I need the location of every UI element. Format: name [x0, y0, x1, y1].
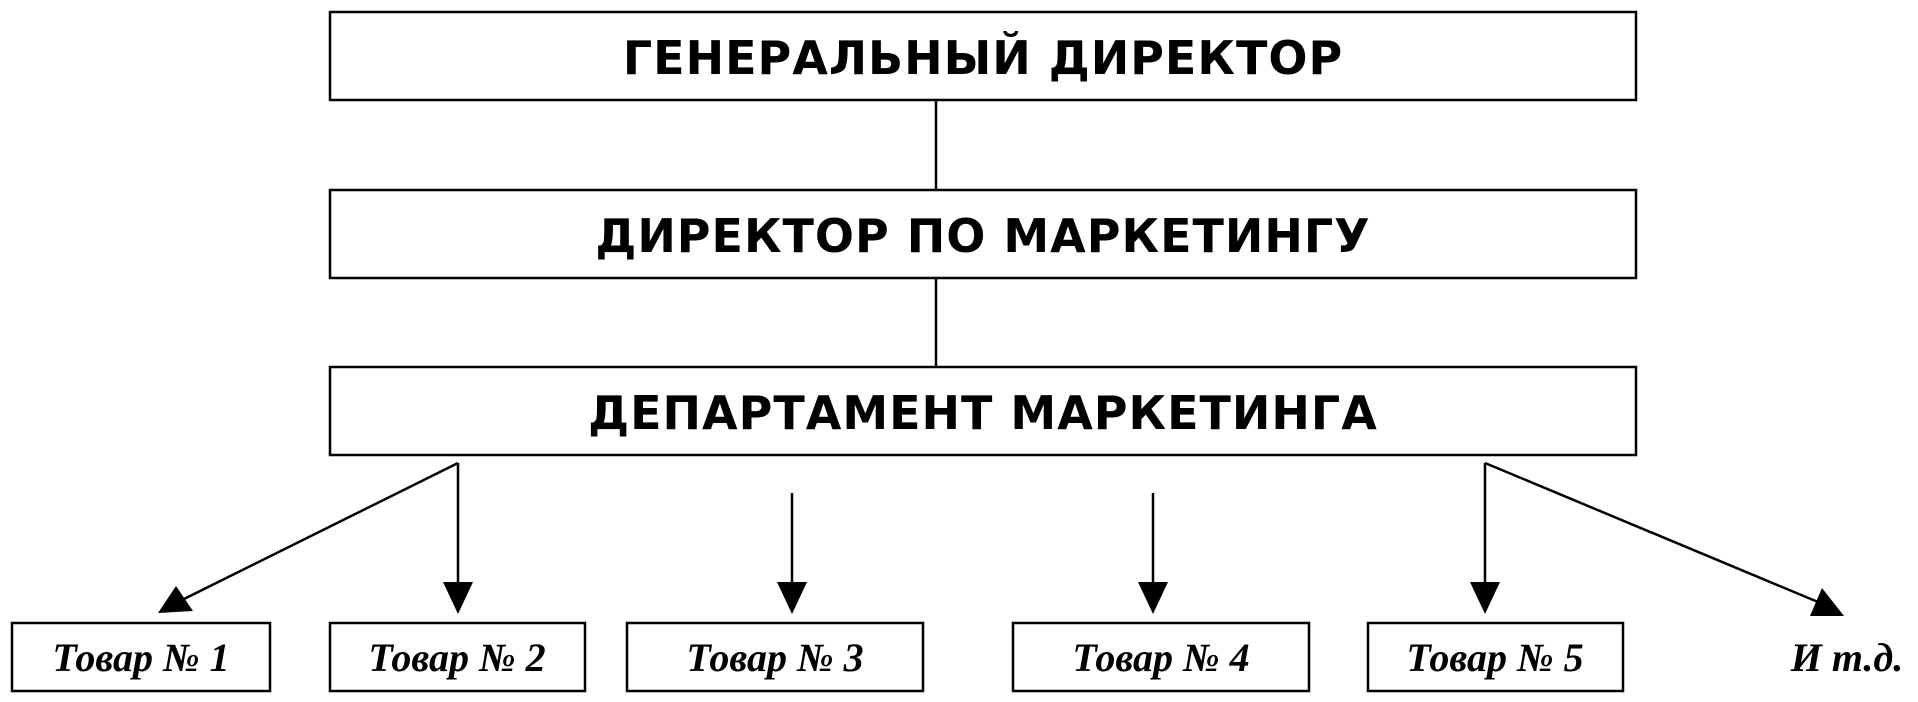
product-4-label: Товар № 4 — [1072, 635, 1249, 680]
product-1-node: Товар № 1 — [10, 621, 272, 693]
arrow-to-etc-line — [1484, 461, 1819, 604]
arrow-to-product-1-line — [181, 461, 459, 602]
arrow-to-etc-head — [1810, 588, 1844, 616]
arrow-to-product-1-head — [158, 586, 193, 613]
product-2-label: Товар № 2 — [368, 635, 545, 680]
marketing-director-label: ДИРЕКТОР ПО МАРКЕТИНГУ — [595, 209, 1370, 263]
product-5-label: Товар № 5 — [1406, 635, 1583, 680]
product-5-node: Товар № 5 — [1366, 621, 1625, 693]
marketing-department-box — [328, 365, 1638, 457]
etc-label: И т.д. — [1790, 635, 1904, 680]
arrow-to-product-2-head — [443, 582, 473, 614]
arrow-to-product-4-head — [1138, 582, 1168, 614]
general-director-label: ГЕНЕРАЛЬНЫЙ ДИРЕКТОР — [623, 31, 1343, 85]
product-3-box — [625, 621, 925, 693]
general-director-box — [328, 10, 1638, 102]
product-2-node: Товар № 2 — [328, 621, 587, 693]
product-5-box — [1366, 621, 1625, 693]
product-2-box — [328, 621, 587, 693]
product-3-node: Товар № 3 — [625, 621, 925, 693]
marketing-director-box — [328, 188, 1638, 280]
marketing-department-node: ДЕПАРТАМЕНТ МАРКЕТИНГА — [328, 365, 1638, 457]
product-3-label: Товар № 3 — [686, 635, 863, 680]
arrow-to-product-3-head — [777, 582, 807, 614]
marketing-director-node: ДИРЕКТОР ПО МАРКЕТИНГУ — [328, 188, 1638, 280]
marketing-department-label: ДЕПАРТАМЕНТ МАРКЕТИНГА — [588, 386, 1378, 440]
general-director-node: ГЕНЕРАЛЬНЫЙ ДИРЕКТОР — [328, 10, 1638, 102]
product-1-label: Товар № 1 — [52, 635, 229, 680]
product-1-box — [10, 621, 272, 693]
product-4-box — [1011, 621, 1311, 693]
arrow-to-product-5-head — [1470, 582, 1500, 614]
product-4-node: Товар № 4 — [1011, 621, 1311, 693]
